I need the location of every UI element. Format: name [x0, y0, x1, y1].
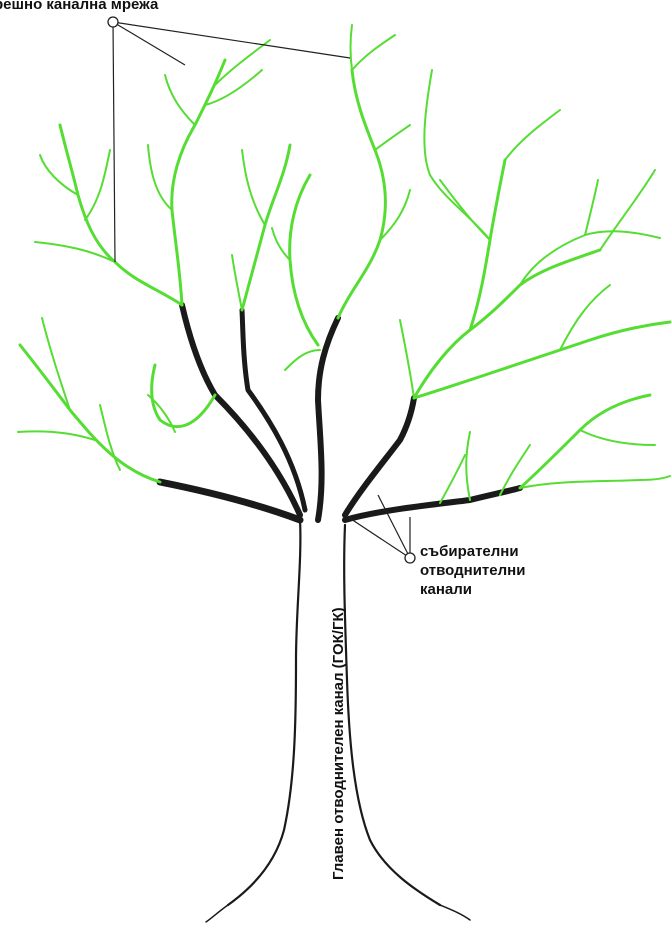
green-left-upper-4 [85, 150, 110, 220]
green-right-mid-1 [414, 322, 670, 398]
green-lefttall-3 [165, 75, 195, 125]
green-lefttall-1 [172, 60, 225, 305]
green-right-upper-7 [600, 170, 655, 250]
collector-right-lower [345, 488, 520, 520]
collector-left-lower [160, 482, 300, 520]
green-center-2 [290, 175, 318, 345]
green-lefttall-2 [148, 145, 172, 210]
green-center-7 [272, 228, 290, 260]
pointer-network-1 [113, 22, 115, 262]
collector-channels-label: събирателни отводнителни канали [420, 542, 525, 599]
green-right-lower-5 [440, 455, 465, 503]
green-right-lower-1 [520, 395, 650, 488]
green-right-lower-3 [580, 430, 655, 445]
network-node [108, 17, 118, 27]
collector-left-inner [242, 310, 305, 510]
green-center-4 [375, 125, 410, 150]
green-right-upper-8 [585, 180, 598, 235]
green-centerleft-2 [242, 150, 265, 225]
green-center-1 [338, 70, 385, 318]
green-right-upper-1 [414, 250, 600, 398]
network-label: решно канална мрежа [0, 0, 158, 13]
green-center-8 [285, 350, 320, 370]
collector-label-line-3: канали [420, 580, 525, 599]
pointer-collector-1 [345, 515, 410, 558]
collector-label-line-2: отводнителни [420, 561, 525, 580]
green-right-upper-2 [520, 231, 660, 285]
green-right-lower-2 [520, 476, 670, 488]
green-center-5 [352, 35, 395, 70]
green-left-upper-2 [35, 242, 115, 262]
pointer-network-3 [113, 22, 350, 58]
collector-node [405, 553, 415, 563]
green-left-lower-2 [18, 431, 95, 440]
trunk-left-edge [228, 520, 300, 905]
collector-label-line-1: събирателни [420, 542, 525, 561]
green-centerleft-3 [232, 255, 242, 310]
green-left-lower-1 [20, 345, 160, 482]
main-channel-label: Главен отводнителен канал (ГОК/ГК) [330, 607, 347, 880]
trunk-base-left [206, 905, 228, 922]
trunk-base-right [440, 905, 470, 920]
secondary-network [18, 25, 670, 503]
collector-channels [160, 305, 520, 520]
green-right-upper-5 [505, 110, 560, 160]
green-right-upper-6 [424, 70, 490, 240]
collector-center [318, 318, 338, 520]
green-right-lower-4 [466, 432, 470, 500]
green-centerleft-1 [242, 145, 290, 310]
green-left-lower-3 [42, 318, 70, 410]
green-center-6 [351, 25, 353, 70]
green-left-upper-1 [60, 125, 182, 305]
pointer-network-2 [113, 22, 185, 65]
green-right-mid-2 [400, 320, 414, 398]
pointer-collector-2 [378, 495, 410, 558]
